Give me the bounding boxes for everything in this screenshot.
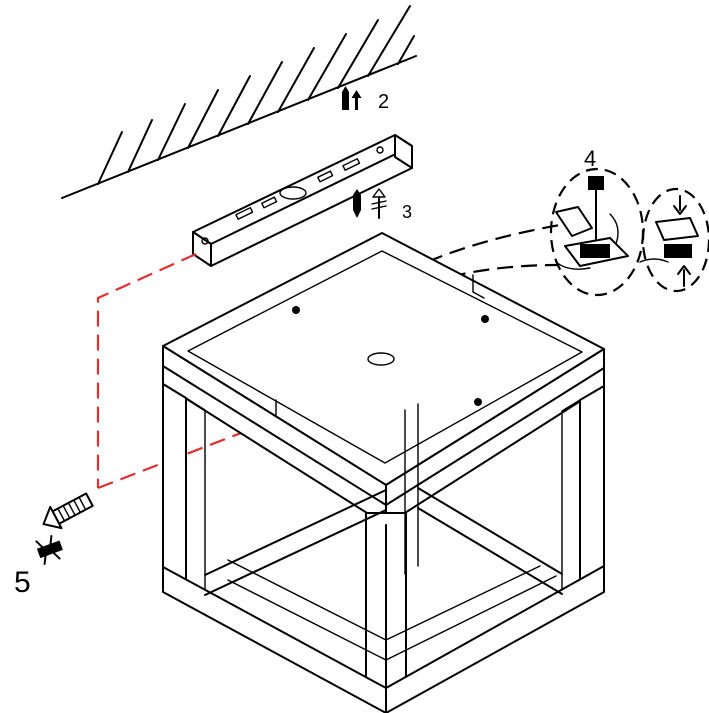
screw-with-arrow-icon — [371, 188, 387, 219]
step-5-label: 5 — [14, 566, 31, 599]
bolt-icon — [42, 492, 94, 530]
step-4-label: 4 — [584, 146, 596, 171]
anchor-screw-icon — [342, 86, 349, 110]
wire-connector-icon — [555, 176, 629, 270]
step-3-marker: 3 — [353, 188, 412, 222]
fixture-frame — [162, 232, 605, 713]
step-3-label: 3 — [402, 202, 412, 222]
nut-icon — [35, 534, 63, 566]
top-plate — [162, 232, 605, 486]
step-2-marker: 2 — [342, 86, 389, 113]
center-hole — [367, 352, 395, 366]
connector-detail-circle-2 — [641, 187, 709, 293]
up-arrow-icon — [351, 90, 362, 110]
mounting-bracket — [192, 134, 413, 267]
wire-connector-icon-2 — [639, 195, 699, 287]
step-4-detail: 4 — [549, 146, 709, 297]
ceiling — [61, 5, 417, 199]
step-5-detail: 5 — [14, 492, 94, 599]
guide-line-lower — [97, 416, 281, 490]
guide-line-upper — [96, 252, 197, 488]
ceiling-hatching — [97, 5, 415, 185]
alignment-guide — [96, 252, 281, 490]
step-2-label: 2 — [378, 91, 389, 113]
bolt-icon — [353, 189, 361, 218]
